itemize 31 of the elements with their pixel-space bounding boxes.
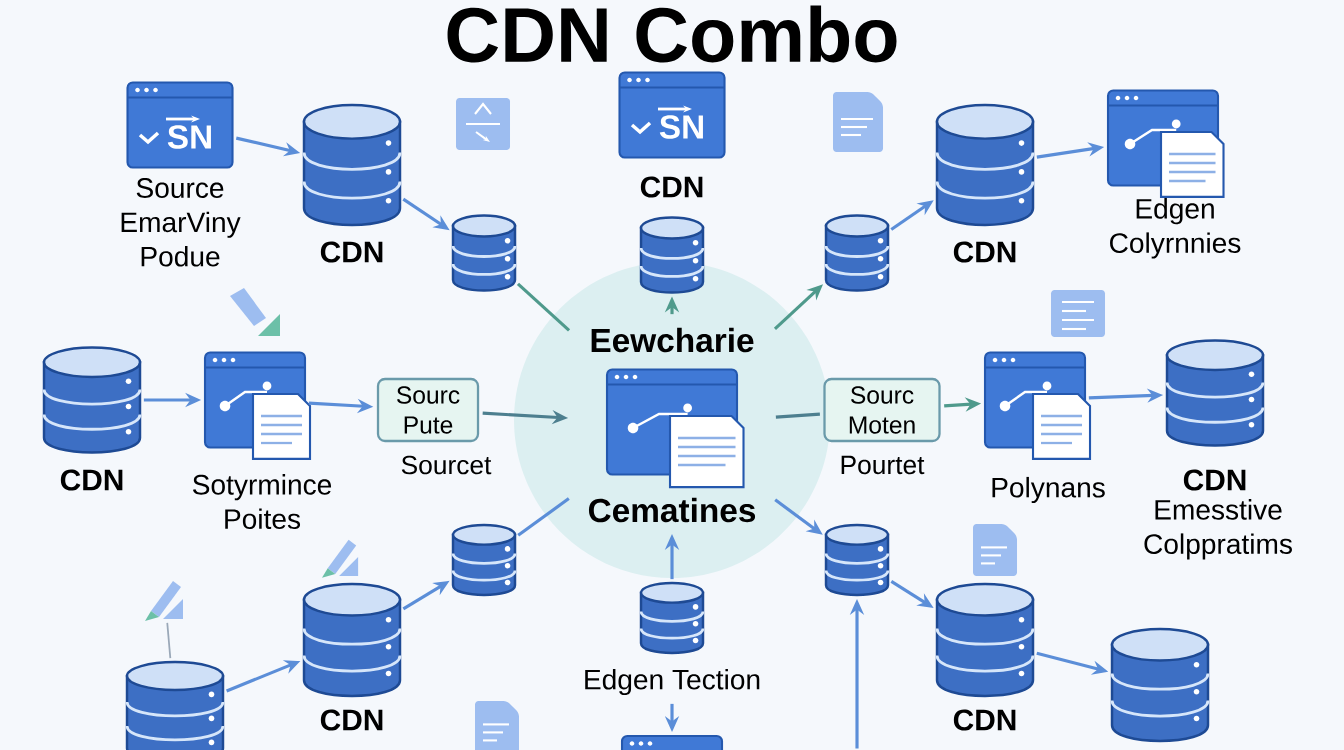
node-label: Emesstive Colppratims xyxy=(1144,499,1292,560)
database-icon xyxy=(639,216,705,294)
node-label: Edgen Tection xyxy=(585,668,760,696)
node-label: CDN xyxy=(953,241,1016,263)
node-label: CDN xyxy=(320,709,383,731)
node-label: CDN xyxy=(1183,469,1246,491)
node-label: Cematines xyxy=(588,497,756,523)
window-icon xyxy=(620,734,724,750)
node-label: Sotyrmince Poites xyxy=(192,474,332,530)
node-label: CDN xyxy=(953,709,1016,731)
node-label: CDN xyxy=(60,469,123,491)
database-icon xyxy=(824,523,890,597)
node-label: Eewcharie xyxy=(591,327,754,353)
node-label: CDN xyxy=(640,176,703,198)
database-icon xyxy=(1110,627,1210,743)
database-icon xyxy=(451,214,517,292)
node-label: Source EmarViny Podue xyxy=(121,178,241,267)
node-caption: Pourtet xyxy=(841,455,925,475)
node-label: Edgen Colyrnnies xyxy=(1110,198,1241,259)
icon-text: SN xyxy=(167,125,211,149)
process-box: Sourc Pute xyxy=(376,377,480,443)
pencil-icon xyxy=(145,581,183,621)
process-box: Sourc Moten xyxy=(823,377,941,443)
database-icon xyxy=(125,660,225,750)
icon-text: SN xyxy=(659,115,703,139)
node-label: Polynans xyxy=(992,476,1105,504)
database-icon xyxy=(451,523,517,597)
node-label: CDN xyxy=(320,241,383,263)
database-icon xyxy=(824,214,890,292)
title: CDN Combo xyxy=(447,5,897,63)
node-caption: Sourcet xyxy=(401,455,492,475)
